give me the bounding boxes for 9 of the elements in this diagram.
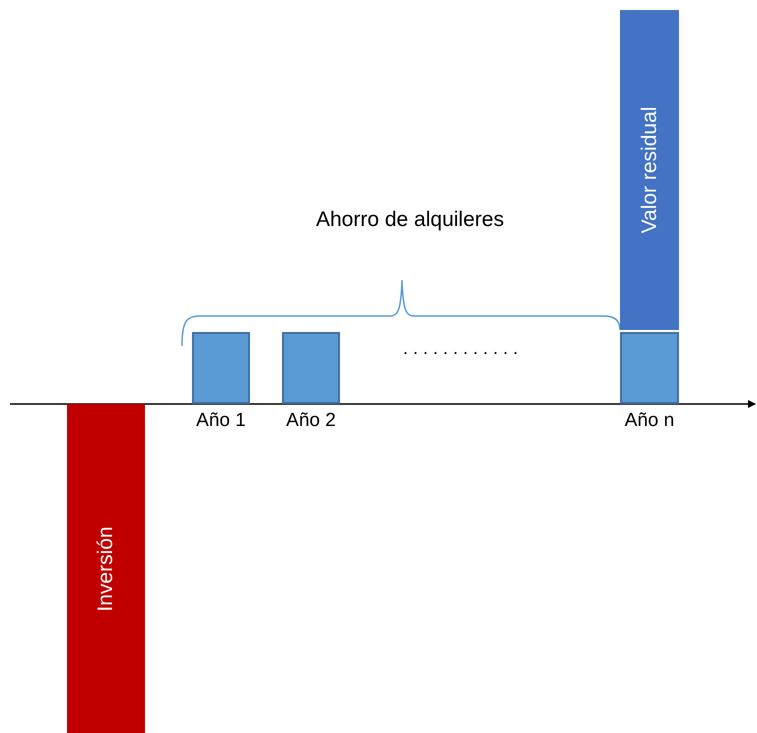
investment-bar	[67, 404, 145, 733]
year-label: Año 1	[196, 410, 246, 432]
ellipsis: . . . . . . . . . . . .	[403, 338, 518, 359]
value-bar	[620, 10, 679, 330]
year-label: Año n	[624, 410, 674, 432]
bar-label: Valor residual	[638, 106, 662, 234]
year-label: Año 2	[286, 410, 336, 432]
brace-label: Ahorro de alquileres	[316, 208, 504, 232]
bar-label: Inversión	[94, 526, 118, 612]
